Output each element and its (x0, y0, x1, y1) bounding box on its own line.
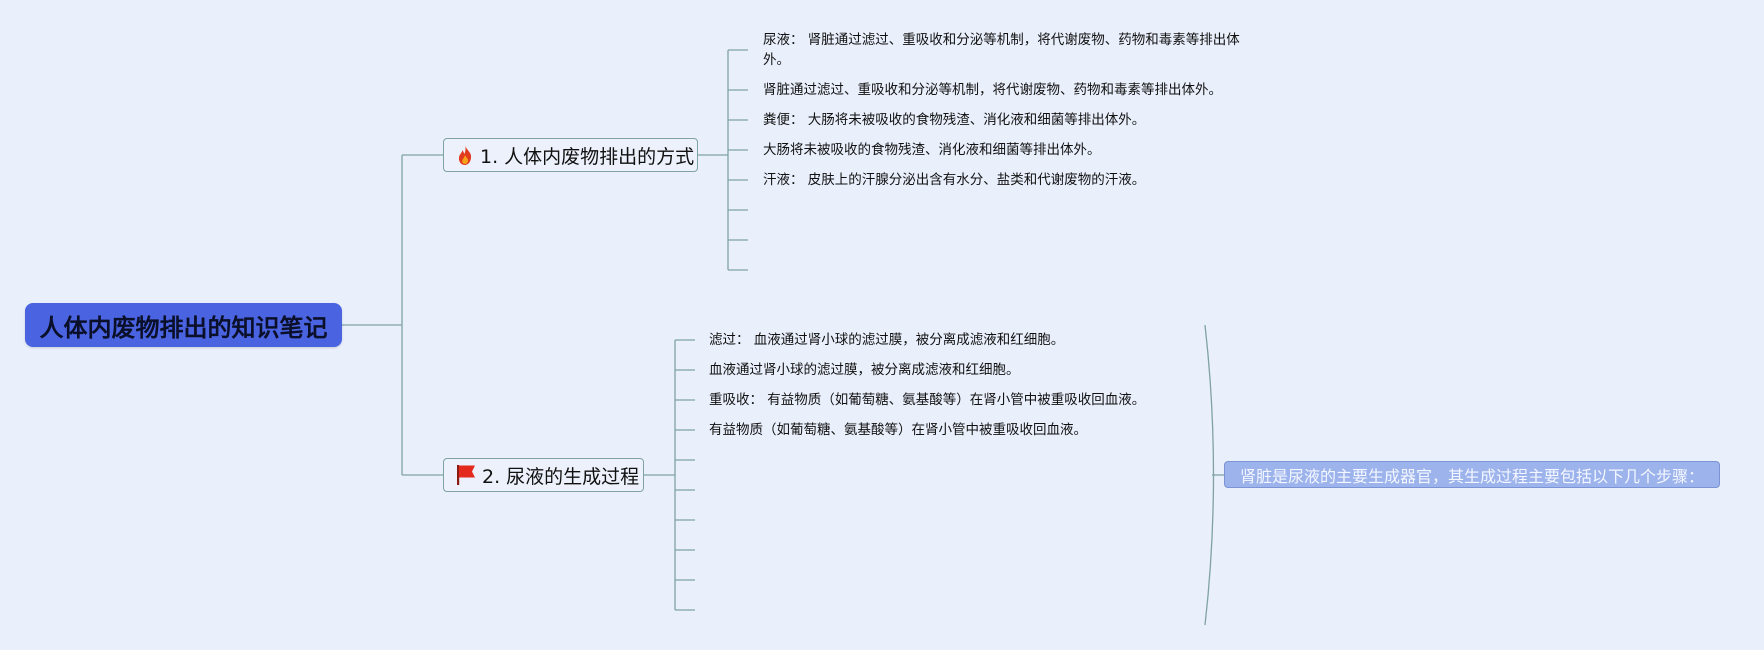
summary-callout[interactable]: 肾脏是尿液的主要生成器官，其生成过程主要包括以下几个步骤： (1224, 461, 1720, 488)
leaf-urine[interactable]: 尿液： 肾脏通过滤过、重吸收和分泌等机制，将代谢废物、药物和毒素等排出体外。 (763, 32, 1240, 68)
topic-urine-formation[interactable]: 2. 尿液的生成过程 (443, 458, 644, 492)
summary-text: 肾脏是尿液的主要生成器官，其生成过程主要包括以下几个步骤： (1239, 466, 1704, 486)
topic-label: 2. 尿液的生成过程 (482, 465, 640, 488)
leaf-sweat[interactable]: 汗液： 皮肤上的汗腺分泌出含有水分、盐类和代谢废物的汗液。 (763, 172, 1146, 188)
red-flag-icon (456, 464, 476, 486)
leaf-reabsorption-detail[interactable]: 有益物质（如葡萄糖、氨基酸等）在肾小管中被重吸收回血液。 (709, 422, 1087, 438)
topic-excretion-methods[interactable]: 1. 人体内废物排出的方式 (443, 138, 698, 172)
leaf-feces-detail[interactable]: 大肠将未被吸收的食物残渣、消化液和细菌等排出体外。 (763, 142, 1101, 158)
leaf-reabsorption[interactable]: 重吸收： 有益物质（如葡萄糖、氨基酸等）在肾小管中被重吸收回血液。 (709, 392, 1146, 408)
leaf-filtration-detail[interactable]: 血液通过肾小球的滤过膜，被分离成滤液和红细胞。 (709, 362, 1020, 378)
central-topic[interactable]: 人体内废物排出的知识笔记 (25, 303, 342, 347)
topic-label: 1. 人体内废物排出的方式 (480, 145, 695, 168)
fire-icon (456, 144, 474, 166)
leaf-urine-detail[interactable]: 肾脏通过滤过、重吸收和分泌等机制，将代谢废物、药物和毒素等排出体外。 (763, 82, 1222, 98)
leaf-feces[interactable]: 粪便： 大肠将未被吸收的食物残渣、消化液和细菌等排出体外。 (763, 112, 1146, 128)
central-topic-label: 人体内废物排出的知识笔记 (39, 313, 328, 342)
leaf-filtration[interactable]: 滤过： 血液通过肾小球的滤过膜，被分离成滤液和红细胞。 (709, 332, 1065, 348)
